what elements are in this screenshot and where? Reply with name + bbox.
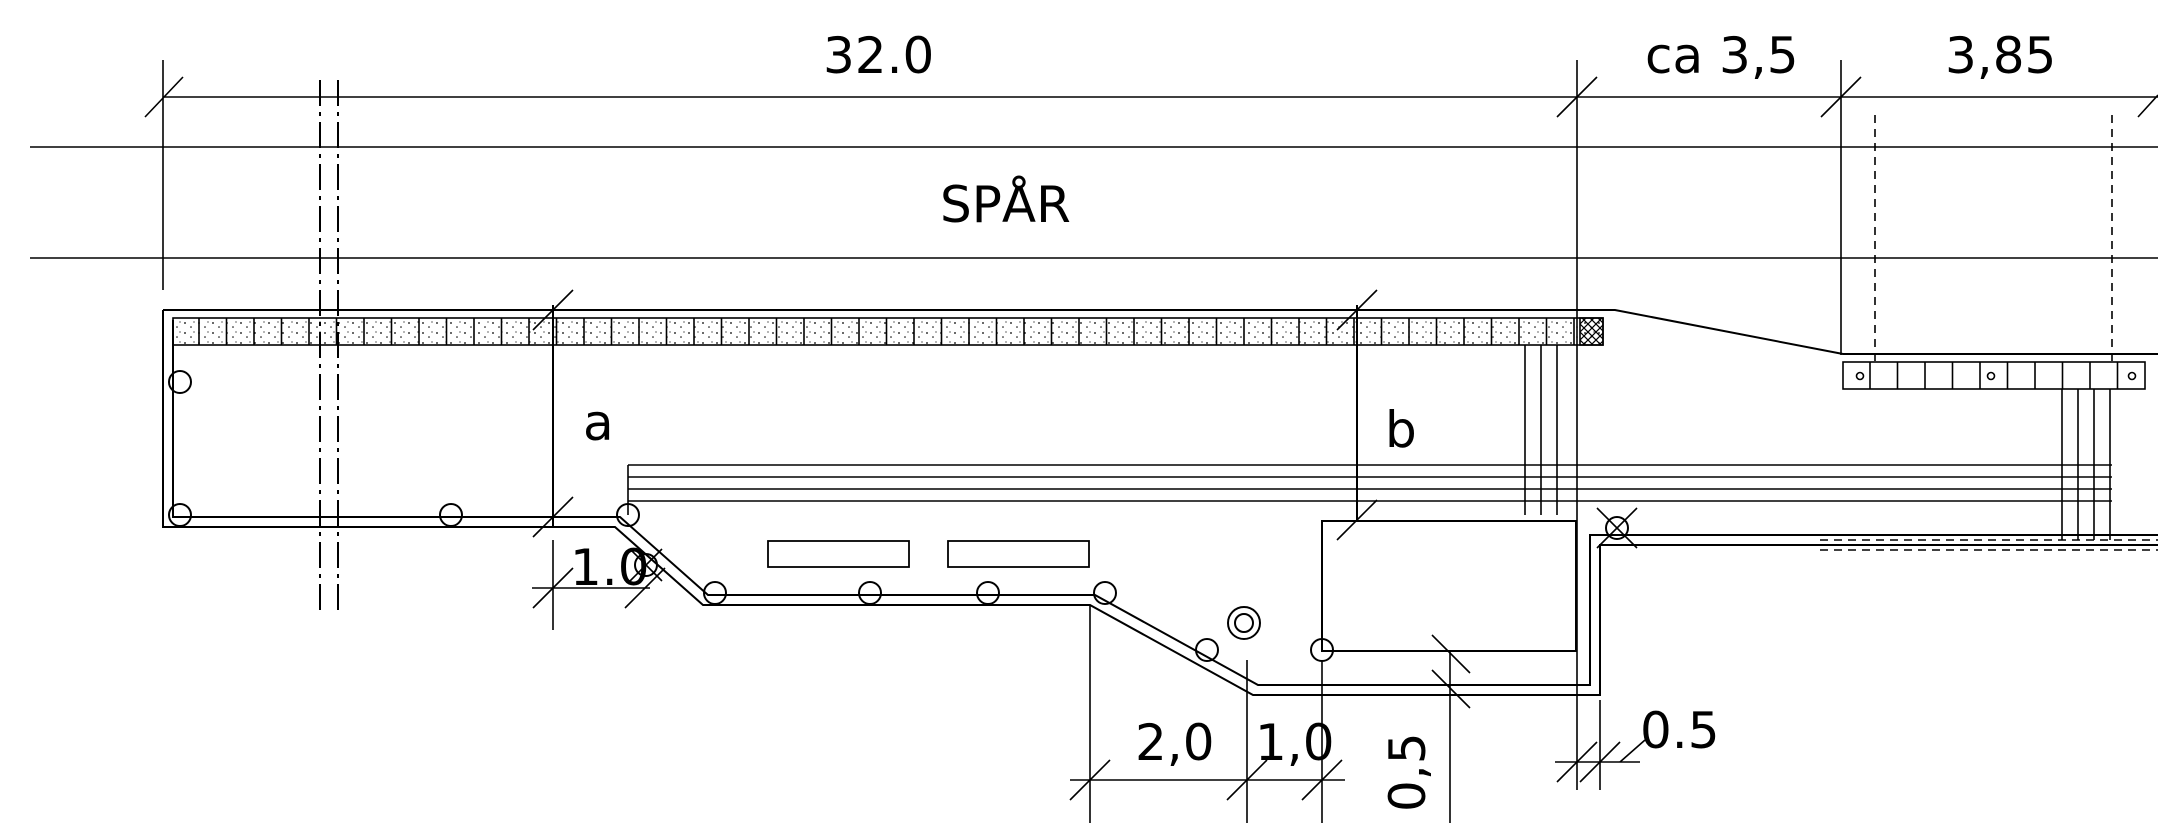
break-lines [319, 80, 339, 612]
dimension-offset-2-0: 2,0 [1135, 714, 1215, 772]
posts [168, 370, 1629, 662]
section-label-b: b [1385, 401, 1417, 459]
post-circle [703, 581, 727, 605]
dimension-offset-0-5-right: 0.5 [1640, 702, 1720, 760]
dimension-offset-0-5-vertical: 0,5 [1379, 732, 1437, 812]
post-circle [168, 503, 192, 527]
dimension-0-5-vertical [1431, 634, 1471, 823]
crossed-post-circle [1605, 516, 1629, 540]
lamp-post-circle [1227, 606, 1261, 640]
platform-outline [162, 309, 2158, 696]
dimension-1-0-left [532, 540, 666, 630]
post-circle [858, 581, 882, 605]
post-circle [976, 581, 1000, 605]
dimension-right-width: 3,85 [1945, 27, 2056, 85]
equipment-building [1321, 520, 1577, 652]
cable-duct-lines [627, 345, 2158, 551]
dimension-0-5-right [1555, 700, 1646, 790]
right-curb-stones [1842, 115, 2146, 390]
hatched-corner-block [1579, 317, 1604, 346]
lamp-post-inner [1234, 613, 1254, 633]
equipment-boxes [767, 520, 1577, 652]
track-lines [30, 146, 2158, 259]
dimension-offset-left: 1.0 [570, 539, 650, 597]
section-line-a [532, 289, 574, 538]
post-circle [1195, 638, 1219, 662]
post-crosses [629, 507, 1638, 582]
track-label: SPÅR [940, 176, 1071, 234]
dimension-bottom-chain [1069, 605, 1345, 823]
platform-edge-band [172, 317, 1604, 346]
dimension-approx-width: ca 3,5 [1645, 27, 1799, 85]
post-circle [634, 553, 658, 577]
dimension-offset-1-0: 1,0 [1255, 714, 1335, 772]
post-circle [168, 370, 192, 394]
section-label-a: a [583, 394, 614, 452]
post-circle [439, 503, 463, 527]
dimension-line-top [144, 60, 2158, 790]
post-circle [616, 503, 640, 527]
post-circle [1093, 581, 1117, 605]
dimension-total-length: 32.0 [823, 27, 934, 85]
